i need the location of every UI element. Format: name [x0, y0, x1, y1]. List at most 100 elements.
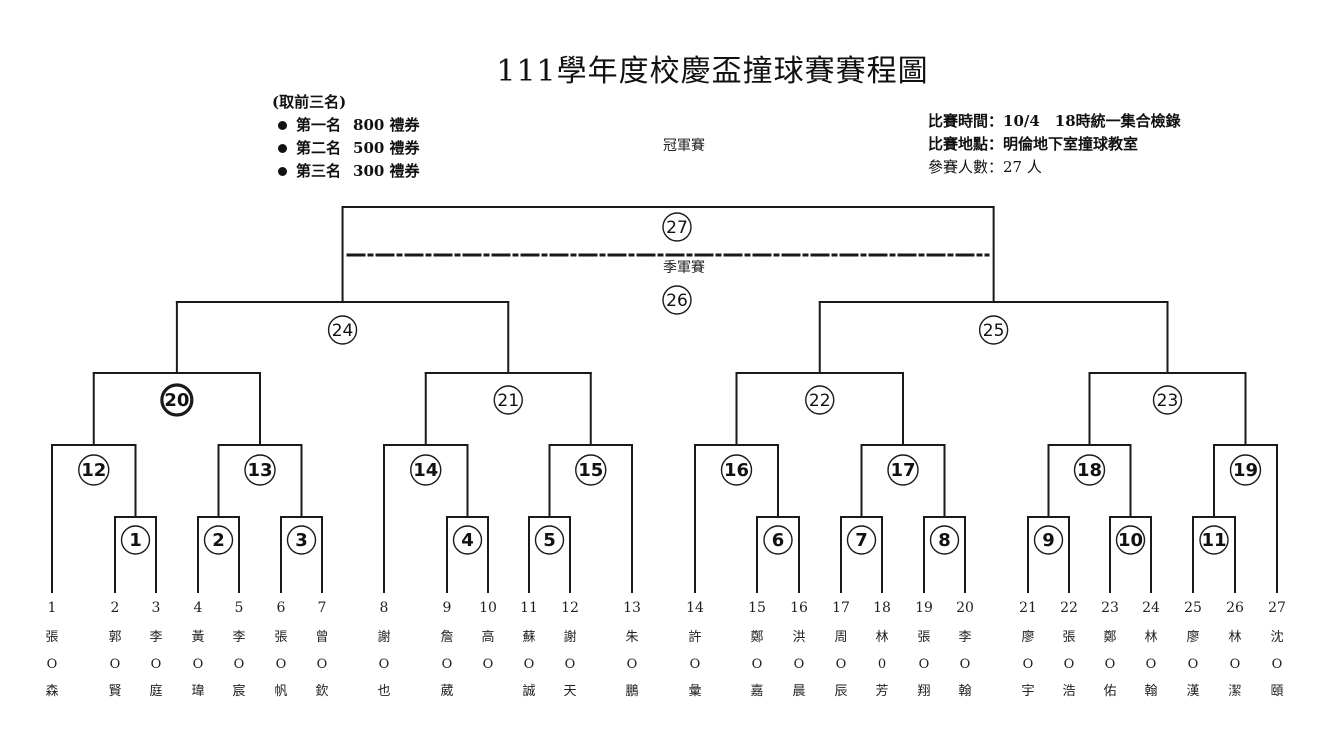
player-name-char: 郭: [108, 629, 121, 645]
player-name-char: 黃: [191, 630, 204, 645]
round-labels: 冠軍賽 季軍賽: [663, 137, 705, 276]
player-name-char: O: [317, 657, 328, 672]
match-number: 12: [81, 460, 106, 481]
player-name-char: 潔: [1228, 684, 1241, 699]
player-name-char: 張: [45, 630, 58, 645]
match-circle: [805, 385, 835, 415]
event-info: 比賽時間：10/4 18時統一集合檢錄 比賽地點：明倫地下室撞球教室 參賽人數：…: [928, 110, 1181, 179]
match-box-bg: [1116, 526, 1145, 554]
match-24-marker: 24: [327, 315, 358, 345]
player-name-char: 嘉: [750, 684, 763, 699]
match-26-marker: 26: [662, 285, 692, 315]
match-22-marker: 22: [805, 385, 835, 415]
match-16-marker: 16: [720, 454, 753, 486]
player-name-char: O: [47, 657, 58, 672]
match-8-marker: 8: [929, 525, 960, 555]
player-seed: 11: [520, 600, 538, 616]
match-number: 20: [164, 390, 189, 411]
match-circle: [203, 525, 234, 555]
match-circle: [286, 525, 317, 555]
bracket-lines: [51, 206, 1278, 593]
match-6-marker: 6: [763, 525, 793, 555]
match-circle: [575, 454, 607, 486]
page-title: 111學年度校慶盃撞球賽賽程圖: [496, 54, 929, 89]
participant-count: 參賽人數：27 人: [928, 158, 1042, 176]
match-box-bg: [575, 455, 606, 485]
match-box-bg: [663, 286, 691, 314]
match-25-marker: 25: [978, 315, 1009, 345]
match-box-bg: [204, 526, 233, 554]
player-name-char: O: [1230, 657, 1241, 672]
match-circle: [410, 454, 442, 486]
player-name-char: 詹: [440, 630, 453, 645]
player-name-char: O: [193, 657, 204, 672]
player-name-char: 宸: [232, 683, 245, 699]
event-time: 比賽時間：10/4 18時統一集合檢錄: [928, 112, 1181, 130]
match-number: 15: [578, 460, 603, 481]
match-box-bg: [1200, 526, 1228, 554]
player-name-char: 鄭: [750, 630, 763, 645]
player-name-char: 0: [878, 657, 886, 672]
player-name-char: 彙: [688, 683, 701, 699]
match-number: 8: [938, 530, 951, 551]
match-9-marker: 9: [1033, 525, 1064, 555]
match-number: 5: [543, 530, 556, 551]
match-circle: [1199, 525, 1229, 555]
player-seed: 5: [235, 600, 244, 616]
player-name-char: 也: [377, 684, 390, 699]
match-circle: [887, 454, 919, 486]
player-name-char: 林: [875, 630, 888, 645]
player-name-char: O: [960, 657, 971, 672]
player-seed: 6: [277, 600, 286, 616]
player-seed: 17: [832, 600, 850, 616]
player-name-char: 張: [917, 630, 930, 645]
match-23-marker: 23: [1152, 385, 1183, 415]
match-3-marker: 3: [286, 525, 317, 555]
player-name-char: 翰: [1144, 684, 1157, 699]
player-name-char: 李: [232, 630, 245, 645]
match-box-bg: [805, 386, 834, 414]
match-circle: [327, 315, 358, 345]
player-name-char: 謝: [563, 630, 576, 645]
bullet-icon: [278, 166, 287, 176]
player-name-char: O: [1105, 657, 1116, 672]
player-seed: 19: [915, 600, 933, 616]
match-box-bg: [287, 526, 316, 554]
player-name-char: O: [752, 657, 763, 672]
player-seed: 14: [686, 600, 704, 616]
player-name-char: O: [1064, 657, 1075, 672]
match-box-bg: [453, 526, 482, 554]
player-name-char: 張: [274, 630, 287, 645]
match-number: 24: [332, 321, 354, 341]
match-21-marker: 21: [493, 385, 523, 415]
match-number: 3: [295, 530, 308, 551]
match-18-marker: 18: [1073, 454, 1106, 486]
player-name-char: 鄭: [1103, 630, 1116, 645]
match-circle: [662, 285, 692, 315]
match-box-bg: [1153, 386, 1182, 414]
match-circle: [160, 383, 194, 417]
player-name-char: 瑋: [191, 684, 204, 699]
match-number: 27: [666, 218, 688, 238]
match-number: 18: [1077, 460, 1102, 481]
player-name-char: 廖: [1186, 629, 1199, 645]
player-name-char: 晨: [792, 684, 805, 699]
match-box-bg: [121, 526, 150, 554]
player-name-char: O: [1023, 657, 1034, 672]
match-circle: [978, 315, 1009, 345]
player-name-char: 翰: [958, 684, 971, 699]
match-number: 2: [212, 530, 225, 551]
player-seed: 9: [443, 600, 452, 616]
match-circle: [1229, 454, 1262, 486]
